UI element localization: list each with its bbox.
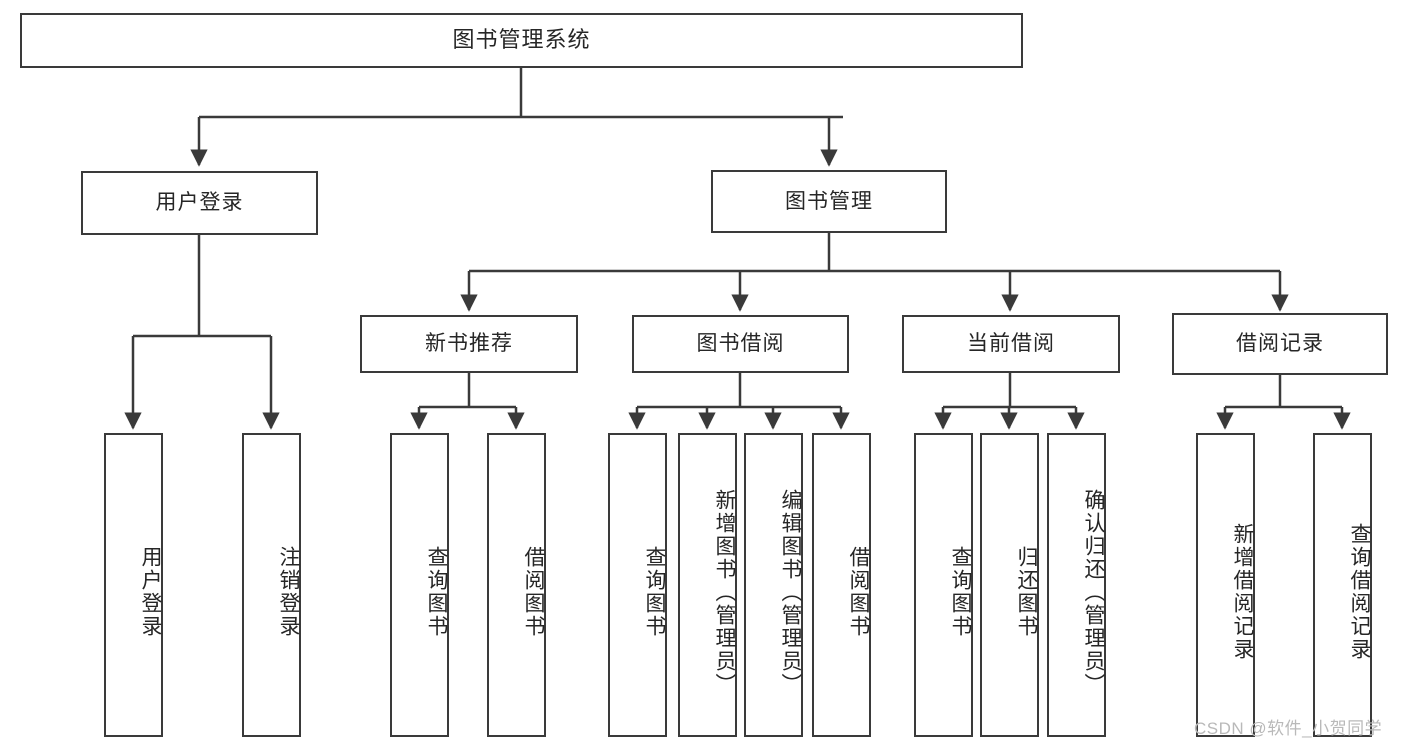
node-borrow-record[interactable]: 借阅记录	[1172, 313, 1388, 375]
node-leaf-confirm-return[interactable]: 确认归还（管理员）	[1047, 433, 1106, 737]
node-user-login[interactable]: 用户登录	[81, 171, 318, 235]
node-leaf-borrow-book-1[interactable]: 借阅图书	[487, 433, 546, 737]
node-leaf-query-book-2[interactable]: 查询图书	[608, 433, 667, 737]
node-book-borrow[interactable]: 图书借阅	[632, 315, 849, 373]
csdn-watermark: CSDN @软件_小贺同学	[1194, 719, 1383, 738]
node-leaf-add-book[interactable]: 新增图书（管理员）	[678, 433, 737, 737]
node-leaf-query-book-3[interactable]: 查询图书	[914, 433, 973, 737]
node-leaf-query-book-1[interactable]: 查询图书	[390, 433, 449, 737]
node-leaf-borrow-book-2[interactable]: 借阅图书	[812, 433, 871, 737]
node-leaf-add-record[interactable]: 新增借阅记录	[1196, 433, 1255, 737]
node-system-title[interactable]: 图书管理系统	[20, 13, 1023, 68]
node-leaf-edit-book[interactable]: 编辑图书（管理员）	[744, 433, 803, 737]
node-leaf-user-login[interactable]: 用户登录	[104, 433, 163, 737]
node-book-manage[interactable]: 图书管理	[711, 170, 947, 233]
node-current-borrow[interactable]: 当前借阅	[902, 315, 1120, 373]
node-new-book-recommend[interactable]: 新书推荐	[360, 315, 578, 373]
node-leaf-return-book[interactable]: 归还图书	[980, 433, 1039, 737]
node-leaf-logout-login[interactable]: 注销登录	[242, 433, 301, 737]
node-leaf-query-record[interactable]: 查询借阅记录	[1313, 433, 1372, 737]
